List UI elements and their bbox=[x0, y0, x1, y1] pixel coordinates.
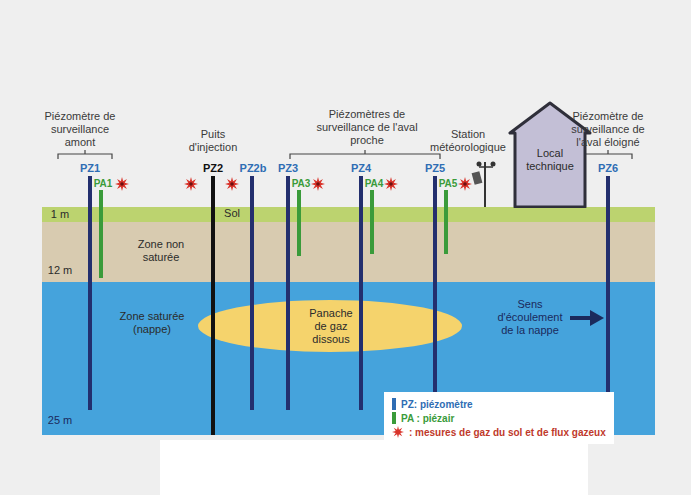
legend-swatch bbox=[392, 398, 396, 410]
soil-band: Sol bbox=[42, 207, 655, 222]
group-bracket bbox=[290, 150, 440, 159]
piezair-line bbox=[444, 190, 448, 254]
well-id: PZ1 bbox=[72, 162, 108, 175]
well-id: PA1 bbox=[91, 177, 115, 190]
legend-row: PA : piézair bbox=[392, 411, 606, 425]
gas-measure-star-center bbox=[389, 182, 393, 186]
gas-measure-star-center bbox=[316, 182, 320, 186]
legend-box: PZ: piézomètrePA : piézair: mesures de g… bbox=[384, 392, 614, 444]
legend-text: : mesures de gaz du sol et de flux gazeu… bbox=[409, 426, 606, 439]
depth-label: 25 m bbox=[43, 414, 77, 427]
well-id: PZ2 bbox=[195, 162, 231, 175]
well-id: PZ6 bbox=[590, 162, 626, 175]
station-mast bbox=[484, 162, 486, 207]
flow-label: Sens d'écoulement de la nappe bbox=[490, 298, 570, 337]
legend-row: PZ: piézomètre bbox=[392, 397, 606, 411]
piezair-line bbox=[370, 190, 374, 254]
well-id: PA4 bbox=[362, 177, 386, 190]
solar-panel bbox=[472, 171, 483, 185]
flow-arrow-head bbox=[590, 310, 604, 326]
gas-measure-star bbox=[384, 177, 398, 191]
depth-label: 1 m bbox=[44, 208, 76, 221]
legend-star bbox=[392, 426, 404, 438]
gas-measure-star-center bbox=[189, 182, 193, 186]
legend-row: : mesures de gaz du sol et de flux gazeu… bbox=[392, 425, 606, 439]
piezometer-line bbox=[359, 176, 363, 410]
legend-swatch bbox=[392, 412, 396, 424]
gas-measure-star bbox=[184, 177, 198, 191]
piezair-line bbox=[99, 190, 103, 278]
piezometer-line bbox=[250, 176, 254, 410]
gas-measure-star-center bbox=[230, 182, 234, 186]
gas-measure-star-center bbox=[120, 182, 124, 186]
well-id: PA5 bbox=[436, 177, 460, 190]
gas-measure-star bbox=[225, 177, 239, 191]
header-label: Station météorologique bbox=[426, 128, 510, 154]
unsaturated-zone-band: Zone non saturée bbox=[42, 222, 655, 282]
piezometer-line bbox=[433, 176, 437, 410]
gas-measure-star bbox=[458, 177, 472, 191]
white-panel bbox=[160, 440, 588, 495]
soil-band bbox=[42, 207, 655, 222]
gas-measure-star bbox=[115, 177, 129, 191]
injection-well-line bbox=[211, 176, 215, 435]
station-arm bbox=[479, 166, 493, 168]
group-bracket bbox=[584, 150, 632, 159]
piezometer-line bbox=[606, 176, 610, 410]
node-text: Zone saturée (nappe) bbox=[110, 310, 194, 336]
gas-plume: Panache de gaz dissous bbox=[198, 300, 462, 352]
well-id: PZ5 bbox=[417, 162, 453, 175]
anemometer-cup bbox=[491, 162, 496, 167]
plume-shape bbox=[198, 300, 462, 352]
node-text: Local technique bbox=[520, 147, 580, 173]
legend-text: PZ: piézomètre bbox=[401, 398, 473, 411]
node-text: Panache de gaz dissous bbox=[305, 307, 357, 346]
unsaturated-band bbox=[42, 222, 655, 282]
node-text: Zone non saturée bbox=[120, 238, 202, 264]
group-bracket bbox=[58, 150, 112, 159]
piezometer-line bbox=[88, 176, 92, 410]
well-id: PA3 bbox=[289, 177, 313, 190]
well-id: PZ3 bbox=[270, 162, 306, 175]
flow-arrow-shaft bbox=[570, 316, 592, 320]
header-label: Puits d'injection bbox=[178, 128, 248, 154]
anemometer-cup bbox=[477, 162, 482, 167]
gas-measure-star bbox=[311, 177, 325, 191]
node-text: Sol bbox=[217, 207, 247, 220]
header-label: Piézomètre de surveillance de l'aval élo… bbox=[562, 110, 654, 149]
well-id: PZ2b bbox=[235, 162, 271, 175]
well-id: PZ4 bbox=[343, 162, 379, 175]
header-label: Piézomètre de surveillance amont bbox=[35, 110, 125, 149]
depth-label: 12 m bbox=[43, 264, 77, 277]
header-label: Piézomètres de surveillance de l'aval pr… bbox=[307, 108, 427, 147]
piezair-line bbox=[297, 190, 301, 256]
gas-measure-star-center bbox=[463, 182, 467, 186]
piezometer-line bbox=[286, 176, 290, 410]
legend-text: PA : piézair bbox=[401, 412, 454, 425]
